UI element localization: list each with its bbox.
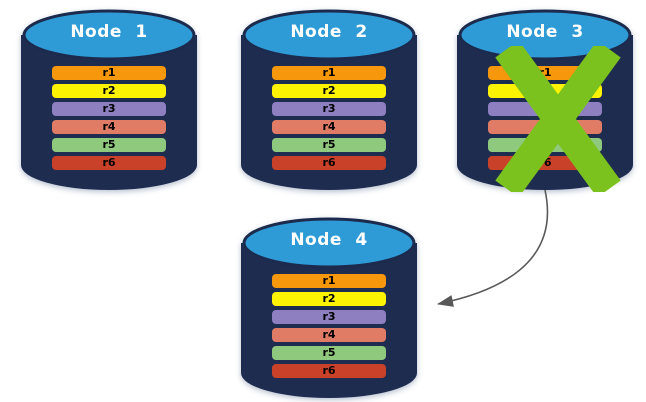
record-bar-r4: r4 <box>272 120 386 134</box>
node-title: Node 3 <box>506 22 584 42</box>
database-cylinder-icon <box>21 9 197 190</box>
record-list: r1 r2 r3 r4 r5 r6 <box>272 274 386 382</box>
record-bar-r1: r1 <box>52 66 166 80</box>
record-bar-r6: r6 <box>52 156 166 170</box>
node-title: Node 2 <box>290 22 368 42</box>
record-bar-r4: r4 <box>52 120 166 134</box>
record-bar-r5: r5 <box>272 346 386 360</box>
node-1: Node 1 r1 r2 r3 r4 r5 r6 <box>20 8 198 192</box>
record-bar-r6: r6 <box>272 364 386 378</box>
record-list: r1 r2 r3 r4 r5 r6 <box>52 66 166 174</box>
node-title: Node 4 <box>290 230 368 250</box>
node-3: Node 3 r1 r2 r3 r4 r5 r6 <box>456 8 634 192</box>
node-2: Node 2 r1 r2 r3 r4 r5 r6 <box>240 8 418 192</box>
record-bar-r3: r3 <box>272 310 386 324</box>
record-bar-r4: r4 <box>272 328 386 342</box>
failure-x-icon <box>495 46 621 192</box>
record-bar-r5: r5 <box>52 138 166 152</box>
record-bar-r1: r1 <box>272 66 386 80</box>
record-bar-r2: r2 <box>272 292 386 306</box>
record-bar-r1: r1 <box>272 274 386 288</box>
record-bar-r3: r3 <box>272 102 386 116</box>
node-title: Node 1 <box>70 22 148 42</box>
record-bar-r2: r2 <box>52 84 166 98</box>
record-bar-r2: r2 <box>272 84 386 98</box>
record-bar-r3: r3 <box>52 102 166 116</box>
record-bar-r5: r5 <box>272 138 386 152</box>
record-list: r1 r2 r3 r4 r5 r6 <box>272 66 386 174</box>
record-bar-r6: r6 <box>272 156 386 170</box>
node-4: Node 4 r1 r2 r3 r4 r5 r6 <box>240 216 418 400</box>
